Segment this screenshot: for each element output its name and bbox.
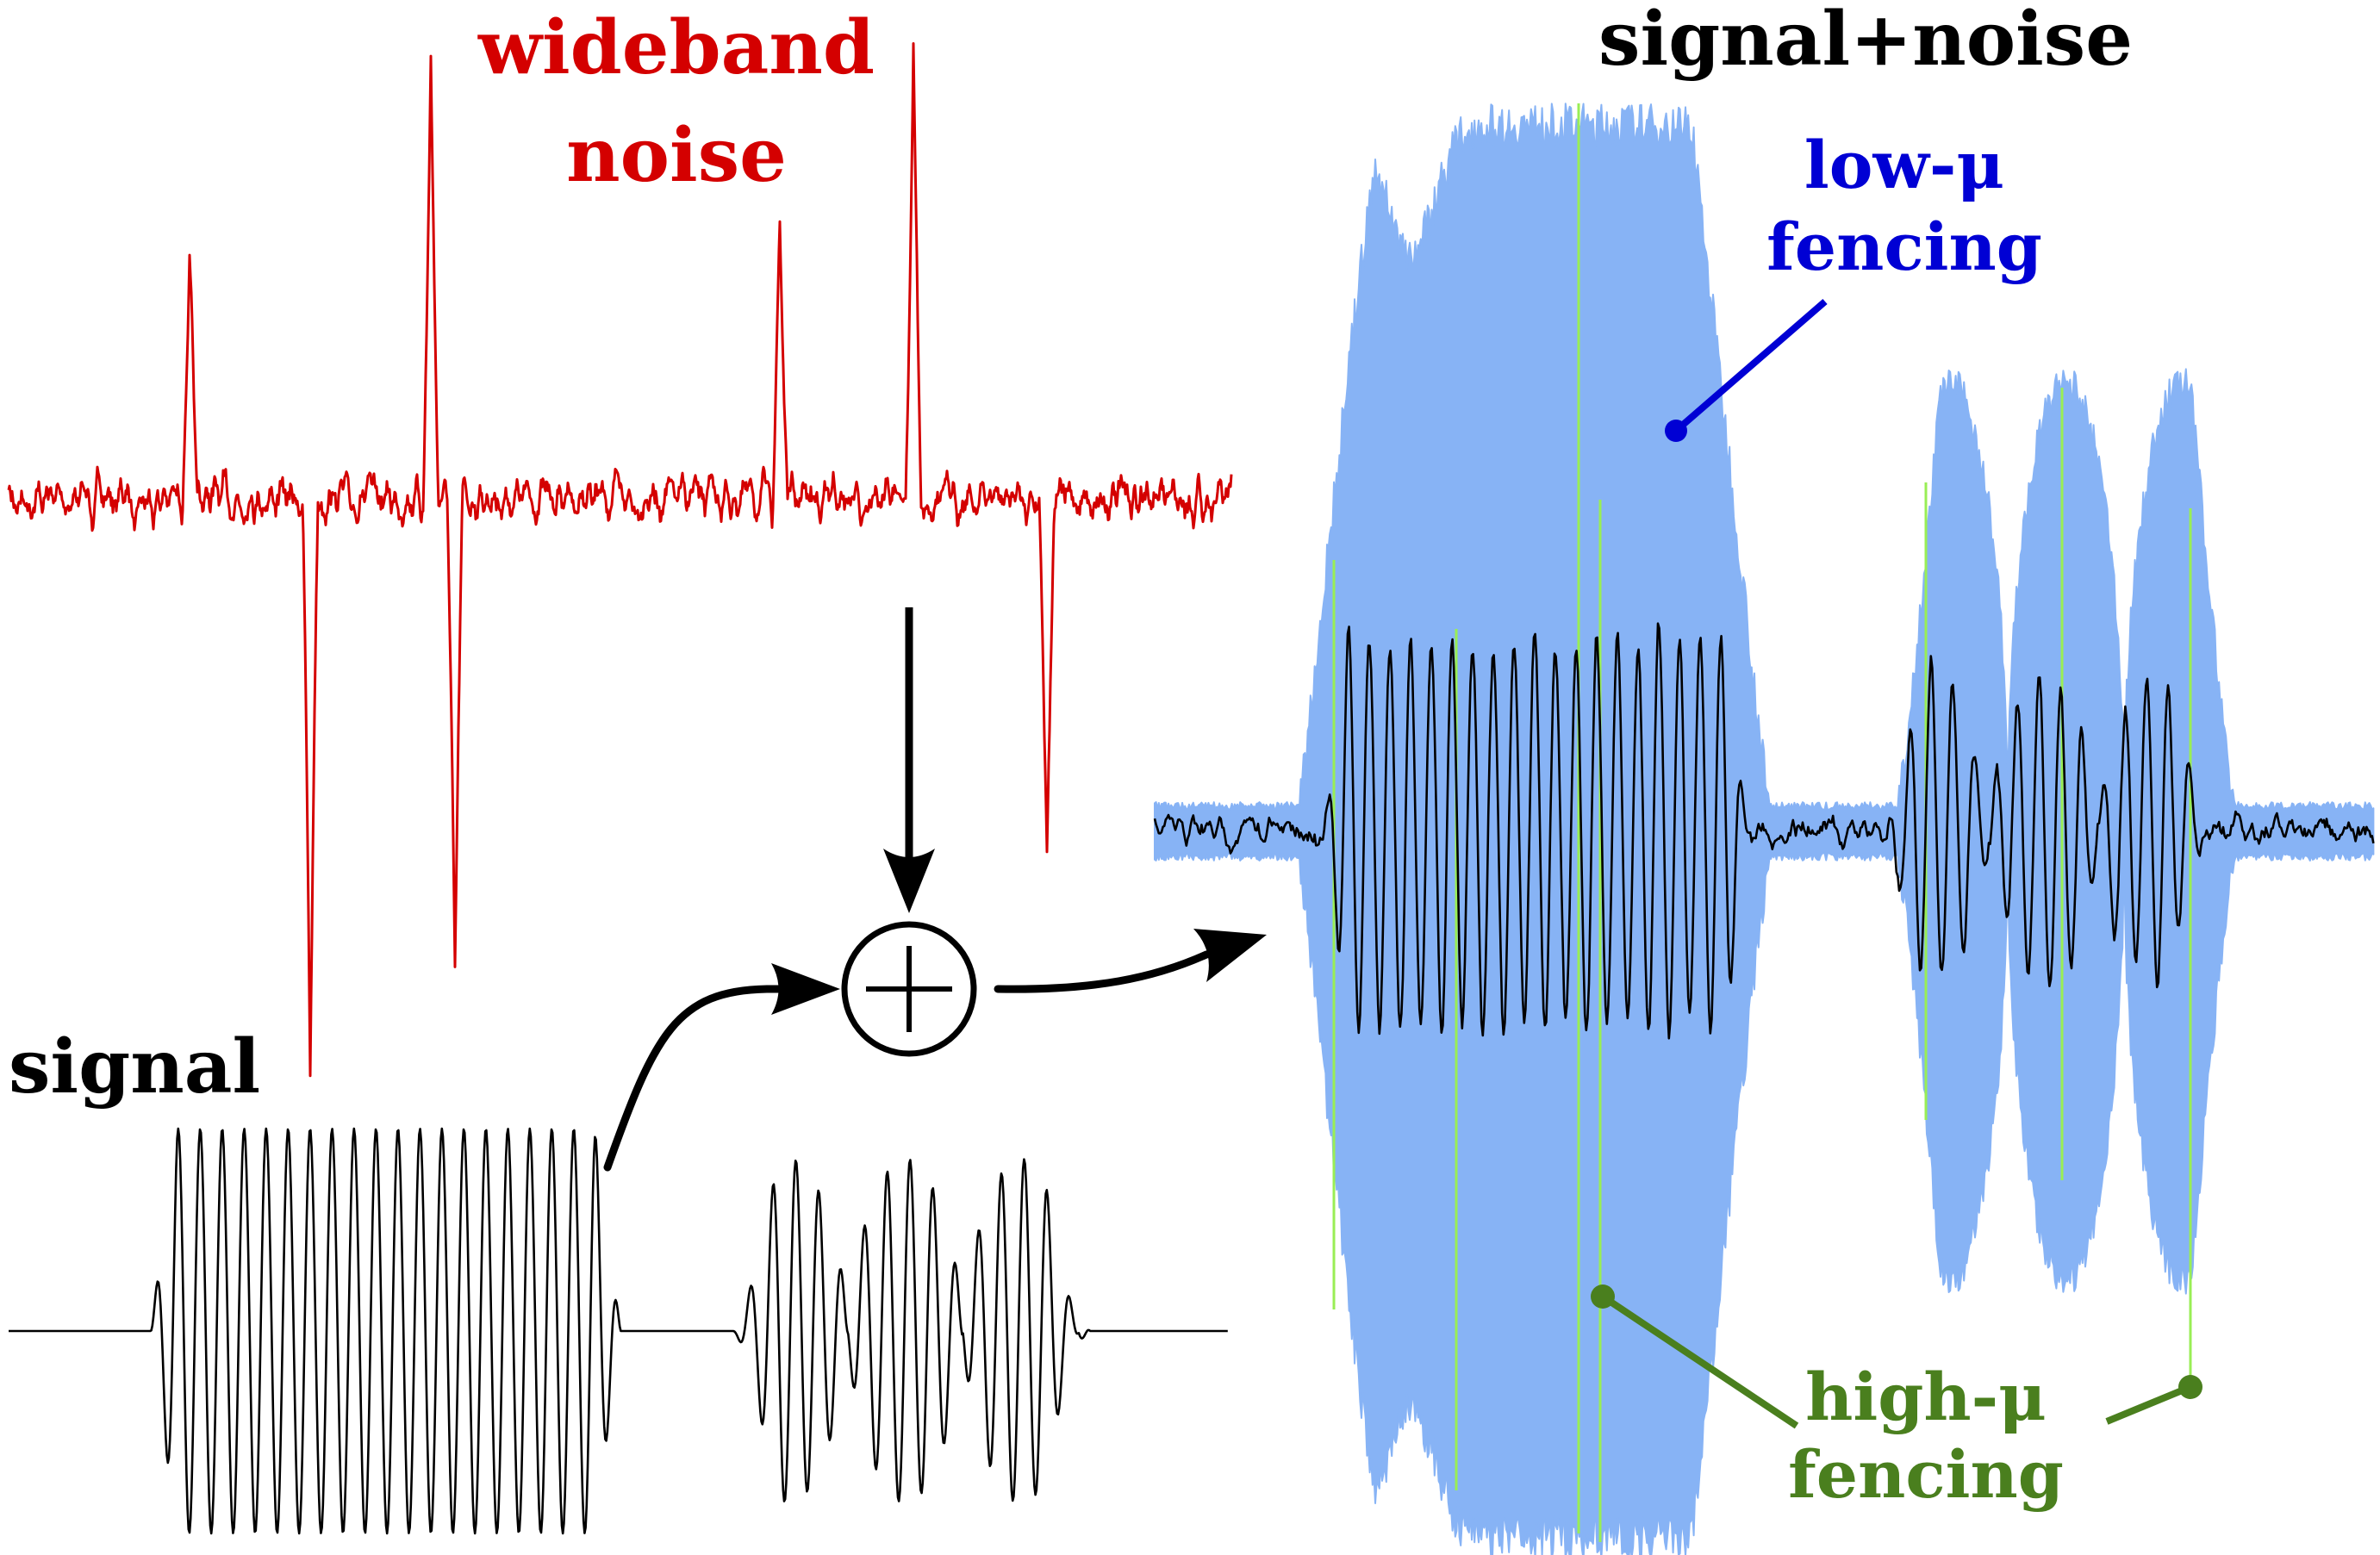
high-mu-fence-lines: [1332, 103, 2192, 1542]
noise-panel: wideband noise: [7, 4, 1233, 1078]
sum-to-output-arrow-icon: [1193, 929, 1267, 982]
signal-plus-noise-trace: [1153, 622, 2375, 1040]
noise-title-line2: noise: [566, 112, 787, 199]
sum-to-output-arrow-shaft: [994, 950, 1211, 993]
signal-panel: signal: [8, 1023, 1228, 1535]
signal-title: signal: [9, 1023, 260, 1110]
high-mu-leader-dot-left: [1591, 1284, 1615, 1309]
high-mu-leader-line-right: [2105, 1384, 2192, 1425]
high-mu-label-line2: fencing: [1788, 1436, 2064, 1513]
noise-to-sum-arrow-icon: [883, 849, 935, 913]
low-mu-label-line1: low-μ: [1804, 127, 2004, 203]
signal-to-sum-arrow-icon: [771, 963, 840, 1015]
output-title: signal+noise: [1598, 0, 2133, 83]
noise-title-line1: wideband: [477, 4, 875, 91]
signal-to-sum-arrow-shaft: [603, 985, 788, 1172]
high-mu-label-line1: high-μ: [1805, 1359, 2047, 1435]
high-mu-leader-dot-right: [2178, 1375, 2202, 1399]
high-mu-leader-line-left: [1600, 1293, 1799, 1429]
circled-plus-icon: [841, 921, 977, 1057]
low-mu-label-line2: fencing: [1766, 208, 2042, 285]
sum-block: [603, 607, 1267, 1172]
low-mu-leader-line: [1673, 298, 1828, 434]
output-panel: signal+noise low-μ fencing high-μ fencin…: [1153, 0, 2375, 1555]
signal-trace: [8, 1127, 1228, 1535]
noise-trace: [7, 42, 1233, 1078]
low-mu-leader-dot: [1665, 420, 1687, 442]
